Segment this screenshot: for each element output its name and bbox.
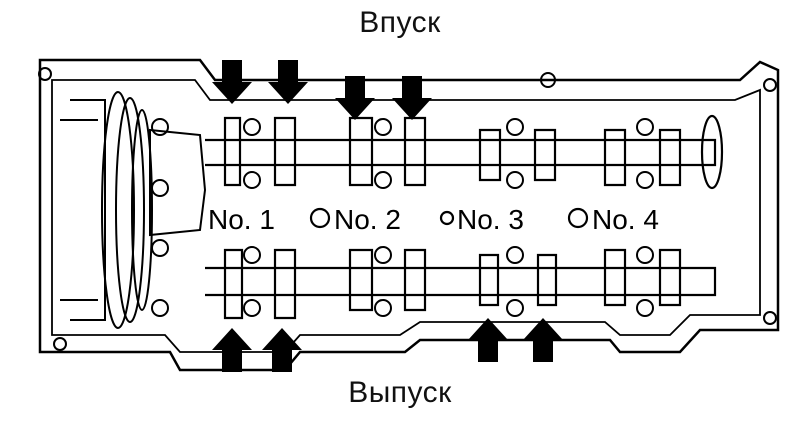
down-arrow-icon [392, 76, 432, 120]
cylinder-label: No. 4 [592, 204, 659, 235]
exhaust-camshaft [205, 248, 717, 320]
spark-plug-holes [309, 207, 589, 229]
up-arrow-icon [523, 318, 563, 362]
cap-bolts [243, 118, 654, 317]
down-arrow-icon [212, 60, 252, 104]
perimeter-holes [38, 67, 777, 351]
exhaust-arrows [212, 318, 563, 372]
down-arrow-icon [335, 76, 375, 120]
cylinder-label: No. 2 [334, 204, 401, 235]
intake-label: Впуск [359, 6, 441, 39]
bearing-plate [149, 118, 207, 317]
intake-camshaft [205, 114, 724, 190]
cylinder-label: No. 1 [208, 204, 275, 235]
head-outline [38, 58, 780, 372]
cylinder-label: No. 3 [457, 204, 524, 235]
intake-arrows [212, 60, 432, 120]
up-arrow-icon [212, 328, 252, 372]
exhaust-label: Выпуск [348, 376, 452, 409]
cylinder-labels: No. 1 No. 2 No. 3 No. 4 [208, 204, 659, 235]
timing-gear [60, 91, 153, 329]
down-arrow-icon [268, 60, 308, 104]
up-arrow-icon [262, 328, 302, 372]
up-arrow-icon [468, 318, 508, 362]
